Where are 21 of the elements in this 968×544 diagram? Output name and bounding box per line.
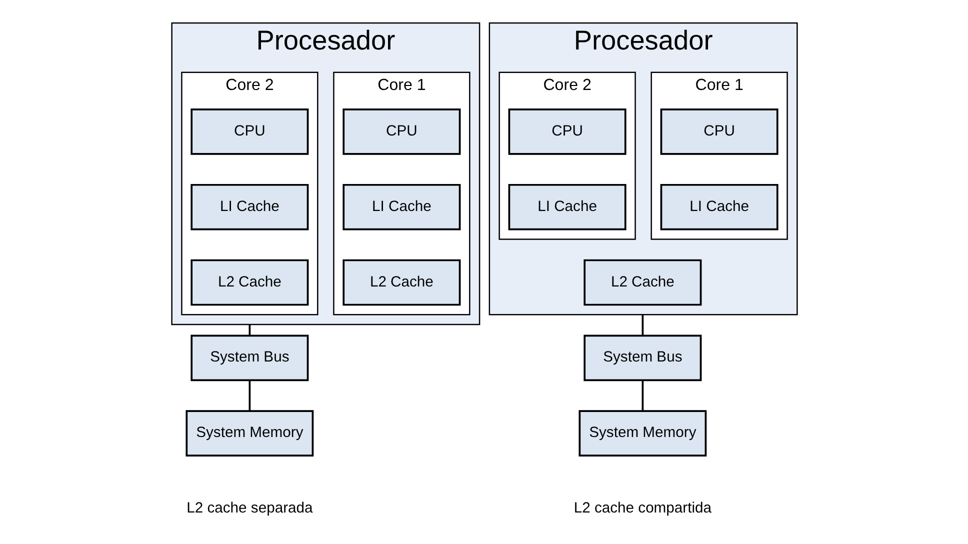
node-box: System Memory: [185, 410, 314, 456]
node-box: System Memory: [578, 410, 706, 456]
label: L2 cache separada: [186, 500, 312, 516]
label: L2 cache compartida: [573, 500, 712, 516]
connector: [248, 380, 250, 411]
node-box: L2 Cache: [342, 259, 460, 306]
node-box: CPU: [660, 108, 778, 155]
node-box: CPU: [508, 108, 626, 155]
node-box: CPU: [342, 108, 460, 155]
node-box: CPU: [190, 108, 308, 155]
node-box: System Bus: [583, 334, 702, 382]
node-box: LI Cache: [660, 184, 778, 230]
node-box: LI Cache: [190, 184, 308, 230]
node-box: L2 Cache: [190, 259, 308, 306]
connector: [641, 314, 644, 336]
connector: [248, 324, 250, 336]
node-box: LI Cache: [508, 184, 626, 230]
node-box: L2 Cache: [583, 259, 702, 306]
node-box: LI Cache: [342, 184, 460, 230]
node-box: System Bus: [190, 334, 308, 382]
connector: [641, 380, 644, 411]
